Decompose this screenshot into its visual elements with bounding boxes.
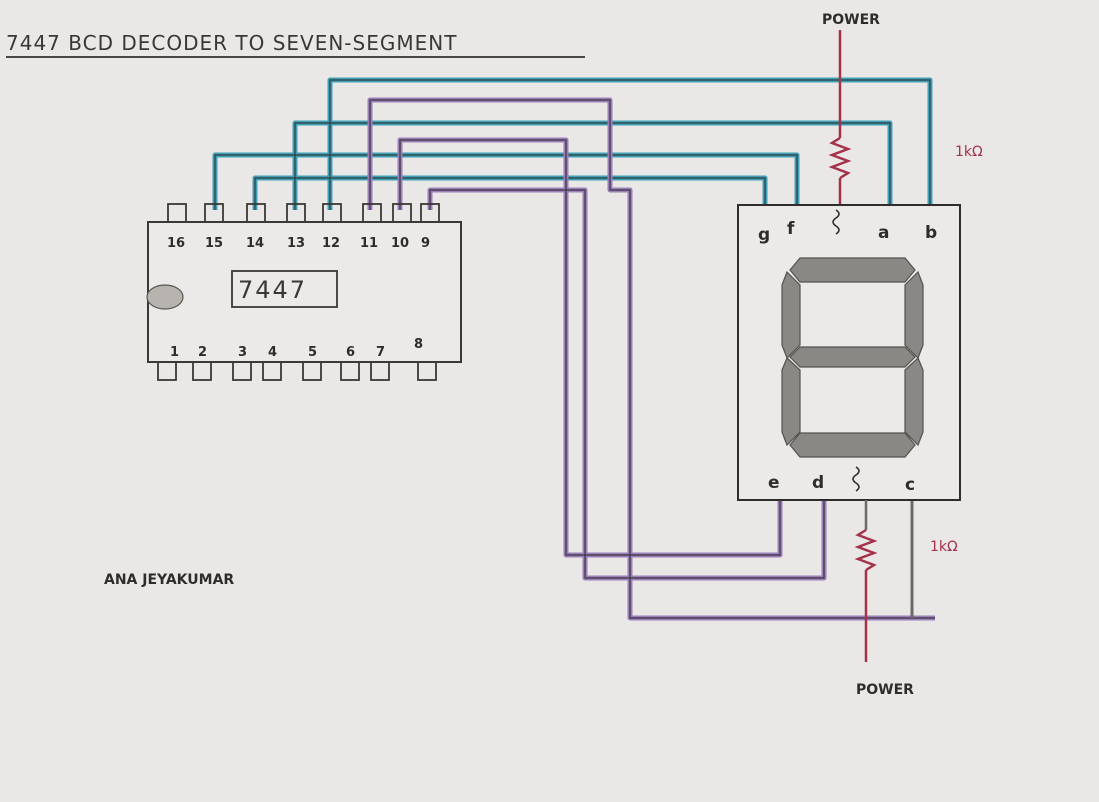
ic-label: 7447 — [238, 276, 307, 304]
display-pin-b: b — [925, 223, 937, 243]
power-bottom-group: 1kΩ POWER — [854, 500, 958, 698]
segment-a — [789, 257, 916, 283]
ic-pin-9: 9 — [421, 236, 430, 251]
ic-pin-1: 1 — [170, 345, 179, 360]
segment-c — [904, 356, 924, 447]
ic-pin-5: 5 — [308, 345, 317, 360]
display-common-bottom-mark — [852, 466, 860, 492]
segment-e — [781, 356, 801, 447]
ic-notch — [146, 284, 184, 310]
display-pin-e: e — [768, 473, 780, 493]
author-name: ANA JEYAKUMAR — [104, 572, 234, 588]
display-pin-d: d — [812, 473, 824, 493]
ic-pin-11: 11 — [360, 236, 378, 251]
power-bottom-label: POWER — [856, 682, 914, 698]
segment-f — [781, 270, 801, 360]
seven-segment-display: g f a b e d c — [737, 204, 961, 501]
display-pin-f: f — [787, 219, 795, 239]
ic-body — [147, 221, 462, 363]
ic-pin-3: 3 — [238, 345, 247, 360]
ic-pin-6: 6 — [346, 345, 355, 360]
ic-pin-12: 12 — [322, 236, 340, 251]
display-common-top-mark — [832, 209, 840, 235]
ic-pin-14: 14 — [246, 236, 264, 251]
display-pin-g: g — [758, 225, 770, 245]
power-top-label: POWER — [822, 12, 880, 28]
ic-pin-10: 10 — [391, 236, 409, 251]
ic-bottom-legs — [157, 361, 437, 381]
blue-wire-outlines — [214, 79, 931, 210]
ic-pin-4: 4 — [268, 345, 277, 360]
digit-segments — [781, 257, 924, 458]
segment-b — [904, 270, 924, 360]
segment-d — [789, 432, 916, 458]
ic-label-box — [231, 270, 338, 308]
resistor-top-value: 1kΩ — [955, 144, 983, 160]
resistor-bottom-symbol — [854, 528, 878, 572]
diagram-title: 7447 BCD DECODER TO SEVEN-SEGMENT — [6, 31, 457, 55]
digit-windows — [803, 285, 902, 430]
segment-g — [789, 346, 916, 368]
ic-pin-7: 7 — [376, 345, 385, 360]
display-pin-c: c — [905, 475, 915, 495]
display-pin-a: a — [878, 223, 889, 243]
ic-pin-15: 15 — [205, 236, 223, 251]
ic-pin-13: 13 — [287, 236, 305, 251]
resistor-bottom-value: 1kΩ — [930, 539, 958, 555]
resistor-top-symbol — [828, 136, 852, 180]
ic-pin-8: 8 — [414, 337, 423, 352]
purple-wire-outlines — [369, 99, 935, 619]
ic-pin-2: 2 — [198, 345, 207, 360]
ic-7447: 7447 16 15 14 13 12 11 10 9 1 2 3 4 5 6 … — [146, 203, 462, 381]
ic-pin-16: 16 — [167, 236, 185, 251]
power-top-group: POWER 1kΩ — [822, 12, 983, 205]
